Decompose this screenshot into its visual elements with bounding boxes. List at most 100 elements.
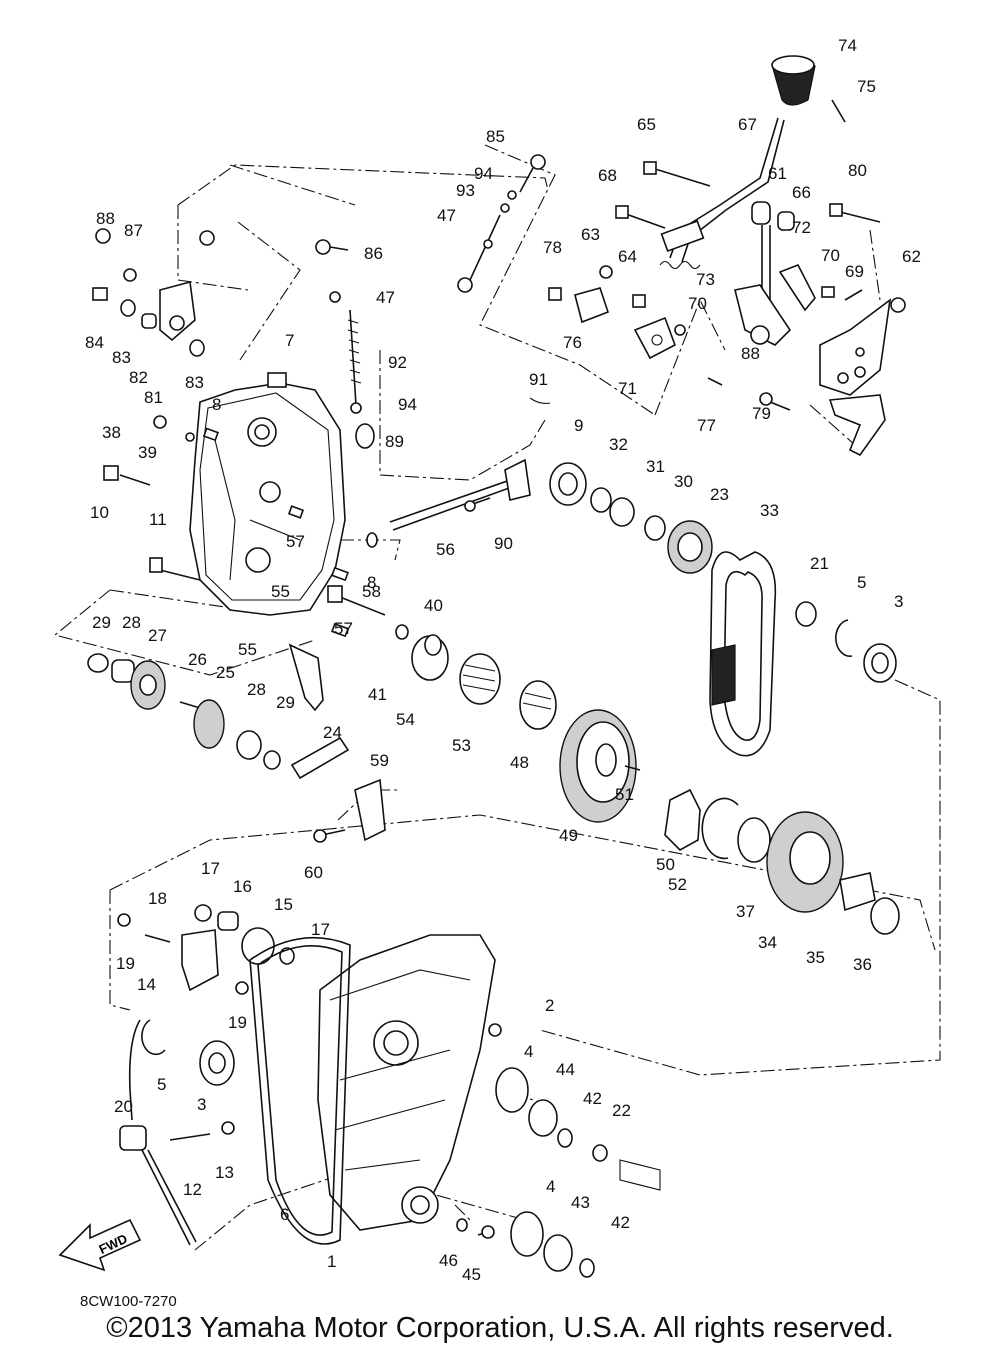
part-label: 67 xyxy=(738,115,757,134)
grouping-lines xyxy=(53,144,941,1251)
part-label: 4 xyxy=(546,1177,555,1196)
part-label: 35 xyxy=(806,948,825,967)
part-label: 70 xyxy=(821,246,840,265)
part-label: 5 xyxy=(157,1075,166,1094)
chaincase-cover xyxy=(103,372,386,638)
part-label: 17 xyxy=(311,920,330,939)
part-label: 23 xyxy=(710,485,729,504)
part-label: 77 xyxy=(697,416,716,435)
part-label: 57 xyxy=(334,619,353,638)
part-label: 83 xyxy=(112,348,131,367)
part-label: 93 xyxy=(456,181,475,200)
part-label: 80 xyxy=(848,161,867,180)
part-label: 19 xyxy=(228,1013,247,1032)
part-label: 33 xyxy=(760,501,779,520)
part-label: 10 xyxy=(90,503,109,522)
part-label: 72 xyxy=(792,218,811,237)
part-label: 65 xyxy=(637,115,656,134)
part-label: 51 xyxy=(615,785,634,804)
part-label: 27 xyxy=(148,626,167,645)
part-label: 37 xyxy=(736,902,755,921)
part-label: 19 xyxy=(116,954,135,973)
part-label: 28 xyxy=(247,680,266,699)
part-label: 88 xyxy=(96,209,115,228)
part-label: 8 xyxy=(212,395,221,414)
part-label: 84 xyxy=(85,333,104,352)
part-label: 26 xyxy=(188,650,207,669)
part-label: 2 xyxy=(545,996,554,1015)
part-label: 45 xyxy=(462,1265,481,1284)
part-label: 63 xyxy=(581,225,600,244)
part-label: 15 xyxy=(274,895,293,914)
part-label: 4 xyxy=(524,1042,533,1061)
part-label: 9 xyxy=(574,416,583,435)
part-label: 29 xyxy=(92,613,111,632)
fwd-direction-arrow: FWD xyxy=(58,1218,142,1272)
part-label: 52 xyxy=(668,875,687,894)
part-label: 78 xyxy=(543,238,562,257)
part-label: 75 xyxy=(857,77,876,96)
part-label: 38 xyxy=(102,423,121,442)
part-label: 42 xyxy=(583,1089,602,1108)
part-label: 6 xyxy=(280,1205,289,1224)
part-label: 22 xyxy=(612,1101,631,1120)
lower-right-seals xyxy=(141,1019,661,1278)
part-label: 31 xyxy=(646,457,665,476)
part-label: 58 xyxy=(362,582,381,601)
part-label: 88 xyxy=(741,344,760,363)
part-label: 60 xyxy=(304,863,323,882)
part-label: 49 xyxy=(559,826,578,845)
part-label: 48 xyxy=(510,753,529,772)
drawing-code: 8CW100-7270 xyxy=(80,1293,177,1310)
dipstick xyxy=(119,1019,197,1246)
part-label: 11 xyxy=(149,510,167,529)
part-label: 57 xyxy=(286,532,305,551)
part-label: 24 xyxy=(323,723,342,742)
part-label: 47 xyxy=(437,206,456,225)
drive-chain xyxy=(709,551,777,757)
part-label: 21 xyxy=(810,554,829,573)
upper-bearing-stack xyxy=(549,462,713,574)
part-label: 3 xyxy=(894,592,903,611)
part-label: 76 xyxy=(563,333,582,352)
shift-rod-assembly xyxy=(315,154,551,449)
part-label: 68 xyxy=(598,166,617,185)
part-label: 91 xyxy=(529,370,548,389)
part-label: 41 xyxy=(368,685,387,704)
part-label: 7 xyxy=(285,331,294,350)
part-label: 36 xyxy=(853,955,872,974)
shift-shaft xyxy=(366,458,531,548)
part-label: 89 xyxy=(385,432,404,451)
part-label: 55 xyxy=(238,640,257,659)
part-label: 79 xyxy=(752,404,771,423)
part-label: 66 xyxy=(792,183,811,202)
part-label: 81 xyxy=(144,388,163,407)
part-label: 53 xyxy=(452,736,471,755)
part-label: 16 xyxy=(233,877,252,896)
part-label: 92 xyxy=(388,353,407,372)
upper-left-bracket xyxy=(92,228,215,357)
part-label: 55 xyxy=(271,582,290,601)
main-chaincase xyxy=(169,934,502,1245)
part-label: 29 xyxy=(276,693,295,712)
part-label: 61 xyxy=(768,164,787,183)
part-label: 85 xyxy=(486,127,505,146)
part-label: 28 xyxy=(122,613,141,632)
part-label: 59 xyxy=(370,751,389,770)
part-label: 54 xyxy=(396,710,415,729)
part-label: 71 xyxy=(618,379,637,398)
part-label: 17 xyxy=(201,859,220,878)
part-label: 82 xyxy=(129,368,148,387)
part-label: 70 xyxy=(688,294,707,313)
part-label: 13 xyxy=(215,1163,234,1182)
part-label: 8 xyxy=(367,573,376,592)
part-label: 62 xyxy=(902,247,921,266)
part-label: 56 xyxy=(436,540,455,559)
upper-right-rings xyxy=(795,601,897,683)
part-label: 43 xyxy=(571,1193,590,1212)
part-label: 90 xyxy=(494,534,513,553)
part-label: 86 xyxy=(364,244,383,263)
part-label: 83 xyxy=(185,373,204,392)
part-label: 20 xyxy=(114,1097,133,1116)
